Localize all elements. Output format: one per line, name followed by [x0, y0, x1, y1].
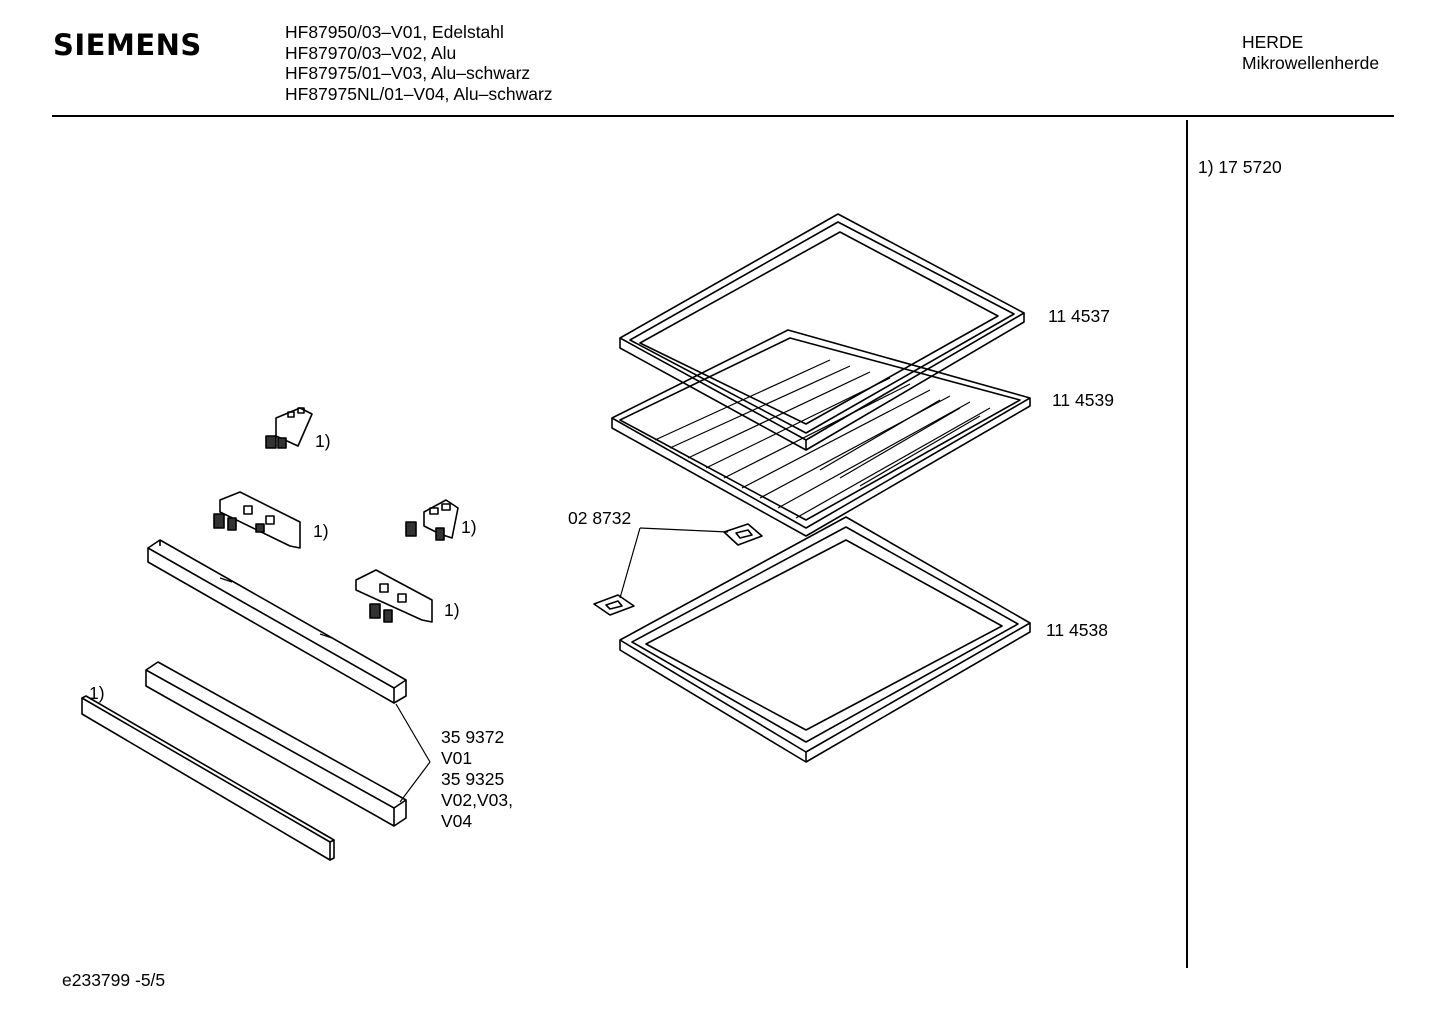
trim-label-line: V02,V03,: [441, 790, 513, 810]
label-deep-tray: 11 4538: [1046, 620, 1108, 640]
trim-strip-lower-drawing: [145, 661, 407, 827]
label-trim-block: 35 9372 V01 35 9325 V02,V03, V04: [441, 727, 513, 832]
model-line: HF87975NL/01–V04, Alu–schwarz: [285, 83, 553, 104]
deep-tray-drawing: [619, 516, 1031, 763]
label-bracket-mid-left: 1): [313, 521, 329, 541]
label-bracket-mid-right: 1): [461, 517, 477, 537]
brand-logo: SIEMENS: [53, 28, 202, 62]
bracket-mid-left-drawing: [213, 491, 301, 549]
leader-line: [399, 761, 431, 803]
bracket-top-drawing: [265, 407, 313, 449]
label-bracket-low: 1): [444, 600, 460, 620]
footnote-1: 1) 17 5720: [1198, 157, 1282, 177]
trim-label-line: V01: [441, 748, 473, 768]
leader-line: [395, 703, 431, 763]
flat-strip-drawing: [81, 695, 335, 861]
grill-rack-drawing: [611, 329, 1031, 537]
trim-label-line: V04: [441, 811, 473, 831]
trim-label-line: 35 9372: [441, 727, 505, 747]
category-title: HERDE: [1242, 32, 1304, 52]
category-block: HERDE Mikrowellenherde: [1242, 32, 1379, 73]
bracket-low-drawing: [355, 569, 433, 623]
pad-drawing: [593, 523, 763, 616]
model-line: HF87975/01–V03, Alu–schwarz: [285, 63, 531, 83]
header-divider: [52, 115, 1394, 117]
model-line: HF87970/03–V02, Alu: [285, 42, 457, 63]
label-strip-ref: 1): [89, 683, 105, 703]
label-pads: 02 8732: [568, 508, 632, 528]
category-subtitle: Mikrowellenherde: [1242, 52, 1380, 73]
model-list: HF87950/03–V01, Edelstahl HF87970/03–V02…: [285, 22, 553, 104]
trim-strip-upper-drawing: [147, 539, 407, 704]
model-line: HF87950/03–V01, Edelstahl: [285, 22, 504, 42]
label-grill-rack: 11 4539: [1052, 390, 1114, 410]
trim-label-line: 35 9325: [441, 769, 505, 789]
label-baking-tray: 11 4537: [1048, 306, 1110, 326]
label-bracket-top: 1): [315, 431, 331, 451]
side-divider: [1186, 120, 1188, 968]
baking-tray-drawing: [619, 213, 1025, 451]
document-id: e233799 -5/5: [62, 970, 166, 990]
bracket-mid-right-drawing: [405, 499, 459, 541]
